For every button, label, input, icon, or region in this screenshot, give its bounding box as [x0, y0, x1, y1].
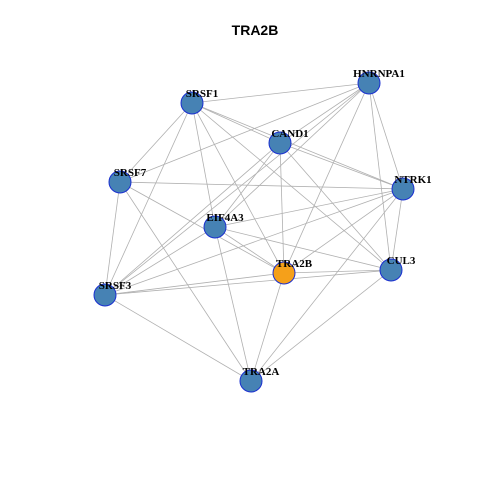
node-label-tra2a: TRA2A	[243, 366, 280, 378]
edge-hnrnpa1-cul3	[368, 82, 392, 271]
edge-eif4a3-tra2a	[214, 226, 252, 382]
edge-srsf7-ntrk1	[119, 181, 404, 190]
edge-cand1-srsf3	[104, 142, 281, 296]
edge-ntrk1-tra2a	[250, 188, 404, 382]
node-srsf1[interactable]	[180, 91, 204, 115]
edge-eif4a3-cul3	[214, 226, 392, 271]
node-label-hnrnpa1: HNRNPA1	[353, 68, 405, 80]
edge-tra2b-cul3	[283, 269, 392, 274]
edge-srsf1-ntrk1	[191, 102, 404, 190]
edge-ntrk1-tra2b	[283, 188, 404, 274]
node-tra2a[interactable]	[239, 369, 263, 393]
node-label-eif4a3: EIF4A3	[206, 212, 244, 224]
node-label-srsf1: SRSF1	[186, 88, 218, 100]
edge-srsf1-tra2b	[191, 102, 285, 274]
node-ntrk1[interactable]	[391, 177, 415, 201]
node-label-srsf7: SRSF7	[114, 167, 147, 179]
graph-title: TRA2B	[232, 22, 279, 38]
edge-hnrnpa1-eif4a3	[214, 82, 370, 228]
edge-tra2b-tra2a	[250, 272, 285, 382]
node-label-tra2b: TRA2B	[276, 258, 313, 270]
node-hnrnpa1[interactable]	[357, 71, 381, 95]
edge-srsf1-cand1	[191, 102, 281, 144]
node-label-ntrk1: NTRK1	[394, 174, 431, 186]
edge-srsf7-srsf3	[104, 181, 121, 296]
edge-cand1-tra2b	[279, 142, 285, 274]
edge-srsf3-tra2a	[104, 294, 252, 382]
edge-cul3-srsf3	[104, 269, 392, 296]
edge-srsf1-srsf7	[119, 102, 193, 183]
edge-eif4a3-tra2b	[214, 226, 285, 274]
node-tra2b[interactable]	[272, 261, 296, 285]
edge-cul3-tra2a	[250, 269, 392, 382]
edge-cand1-ntrk1	[279, 142, 404, 190]
edge-srsf1-srsf3	[104, 102, 193, 296]
edge-ntrk1-cul3	[390, 188, 404, 271]
edge-cand1-cul3	[279, 142, 392, 271]
edge-eif4a3-srsf3	[104, 226, 216, 296]
edge-ntrk1-eif4a3	[214, 188, 404, 228]
edge-hnrnpa1-srsf3	[104, 82, 370, 296]
node-cul3[interactable]	[379, 258, 403, 282]
node-cand1[interactable]	[268, 131, 292, 155]
edge-ntrk1-srsf3	[104, 188, 404, 296]
node-label-srsf3: SRSF3	[99, 280, 132, 292]
edge-srsf7-tra2a	[119, 181, 252, 382]
edge-hnrnpa1-ntrk1	[368, 82, 404, 190]
node-srsf7[interactable]	[108, 170, 132, 194]
edge-hnrnpa1-srsf7	[119, 82, 370, 183]
edge-tra2b-srsf3	[104, 272, 285, 296]
node-label-cand1: CAND1	[271, 128, 308, 140]
edges-layer	[104, 82, 404, 382]
edge-srsf7-tra2b	[119, 181, 285, 274]
edge-srsf1-eif4a3	[191, 102, 216, 228]
node-label-cul3: CUL3	[387, 255, 416, 267]
node-srsf3[interactable]	[93, 283, 117, 307]
edge-hnrnpa1-cand1	[279, 82, 370, 144]
edge-hnrnpa1-srsf1	[191, 82, 370, 104]
node-eif4a3[interactable]	[203, 215, 227, 239]
edge-hnrnpa1-tra2b	[283, 82, 370, 274]
